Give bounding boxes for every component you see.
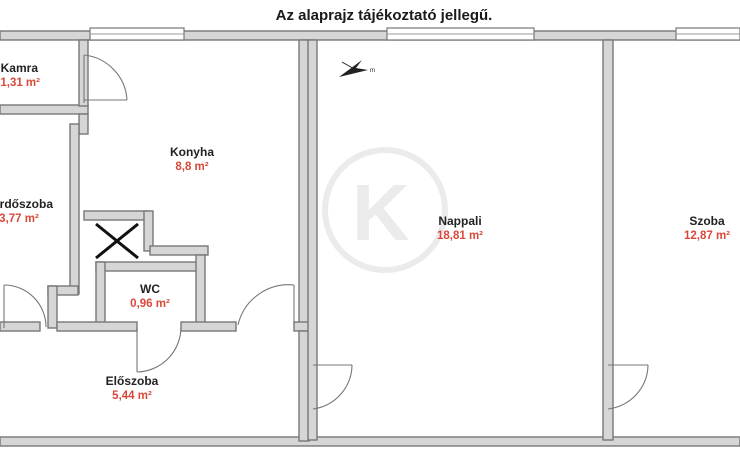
room-area: 18,81 m² — [436, 230, 484, 242]
room-wc: WC 0,96 m² — [110, 282, 190, 311]
hall-top-wall-left — [0, 321, 41, 332]
bath-right-wall — [69, 123, 80, 295]
room-name: Előszoba — [105, 374, 159, 388]
nappali-right-wall — [602, 39, 614, 441]
room-szoba: Szoba 12,87 m² — [667, 214, 740, 243]
room-name: Kamra — [0, 61, 38, 75]
svg-text:K: K — [352, 168, 410, 257]
outer-top-wall — [0, 30, 740, 41]
compass-icon — [339, 60, 368, 77]
room-name: Fürdőszoba — [0, 197, 53, 211]
room-name: Szoba — [689, 214, 725, 228]
plan-disclaimer-title: Az alaprajz tájékoztató jellegű. — [275, 7, 493, 24]
room-area: 5,44 m² — [112, 390, 152, 402]
room-kamra: Kamra 1,31 m² — [0, 61, 40, 90]
room-area: 3,77 m² — [0, 213, 39, 225]
room-name: Nappali — [438, 214, 482, 228]
shaft-right-wall — [143, 210, 154, 252]
bath-right-wall-top — [78, 113, 89, 135]
room-nappali: Nappali 18,81 m² — [420, 214, 500, 243]
compass-label: m — [370, 68, 375, 74]
room-eloszoba: Előszoba 5,44 m² — [92, 374, 172, 403]
room-area: 12,87 m² — [683, 230, 731, 242]
nappali-left-wall — [307, 39, 318, 441]
hall-top-wall-b — [180, 321, 237, 332]
hall-top-wall-c — [293, 321, 310, 332]
outer-bottom-wall — [0, 436, 740, 447]
shaft-top-wall — [83, 210, 149, 221]
bath-lower-wall — [47, 285, 58, 329]
room-area: 0,96 m² — [130, 298, 170, 310]
shaft-cross — [95, 222, 139, 260]
room-area: 1,31 m² — [0, 77, 40, 89]
shaft-bottom-wall — [149, 245, 209, 256]
kamra-bottom-wall — [0, 104, 89, 115]
room-area: 8,8 m² — [175, 161, 209, 173]
room-name: WC — [140, 282, 160, 296]
room-name: Konyha — [169, 145, 214, 159]
wc-left-wall — [95, 261, 106, 329]
room-furdoszoba: Fürdőszoba 3,77 m² — [0, 197, 54, 226]
wc-top-wall — [95, 261, 204, 272]
hall-top-wall-a — [56, 321, 138, 332]
room-konyha: Konyha 8,8 m² — [152, 145, 232, 174]
wc-right-wall — [195, 254, 206, 329]
watermark-logo: K — [322, 147, 448, 273]
